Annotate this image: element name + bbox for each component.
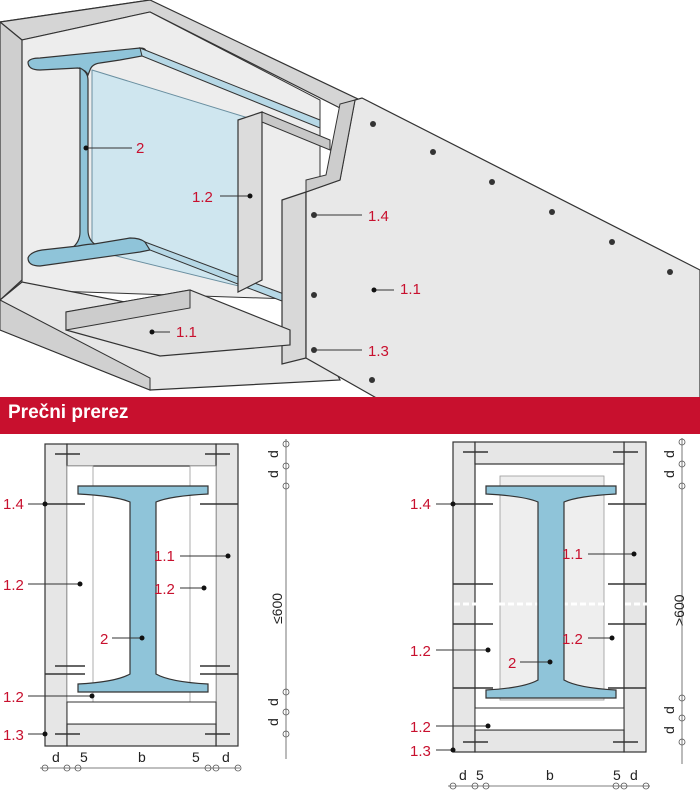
screws bbox=[45, 453, 238, 735]
label-board: 1.1 bbox=[154, 548, 175, 565]
right-dots bbox=[450, 501, 637, 753]
floor-board-front bbox=[65, 289, 191, 331]
label-stud: 1.2 bbox=[192, 189, 213, 206]
steel-top-flange-depth bbox=[139, 47, 321, 129]
isometric-view: 2 1.2 1.4 1.1 1.1 1.3 bbox=[0, 0, 700, 400]
steel-web bbox=[69, 67, 98, 249]
dim-d: d bbox=[661, 450, 677, 458]
dim-d: d bbox=[661, 470, 677, 478]
vertical-dimension bbox=[678, 438, 686, 764]
label-wall-board: 1.1 bbox=[400, 281, 421, 298]
left-board-edge bbox=[0, 21, 23, 301]
dim-d-h: d bbox=[222, 749, 230, 765]
bottom-board bbox=[66, 723, 217, 747]
wall-board bbox=[305, 97, 700, 400]
label-stud-outer: 1.2 bbox=[410, 643, 431, 660]
stud-1-2 bbox=[237, 111, 263, 293]
right-board-outer bbox=[623, 441, 647, 753]
dim-d: d bbox=[265, 718, 281, 726]
dim-five: 5 bbox=[613, 767, 621, 783]
label-steel: 2 bbox=[100, 631, 108, 648]
dim-b: b bbox=[138, 749, 146, 765]
top-board bbox=[66, 443, 217, 467]
label-stud-outer: 1.2 bbox=[3, 577, 24, 594]
stud-left bbox=[66, 465, 94, 713]
left-board-outer bbox=[452, 441, 476, 753]
horizontal-dimension bbox=[448, 782, 650, 790]
label-screw: 1.4 bbox=[3, 496, 24, 513]
top-leaders bbox=[86, 147, 394, 351]
steel-top-flange bbox=[27, 47, 147, 77]
stud-1-2-side bbox=[261, 111, 331, 151]
top-dots bbox=[83, 145, 377, 335]
label-steel: 2 bbox=[136, 140, 144, 157]
label-floor-board: 1.1 bbox=[176, 324, 197, 341]
dim-d: d bbox=[661, 706, 677, 714]
label-stud-inner: 1.2 bbox=[154, 581, 175, 598]
left-cross-section: 1.4 1.2 1.1 1.2 2 1.2 1.3 d d d d ≤600 d… bbox=[3, 439, 290, 772]
label-stud-bottom: 1.2 bbox=[3, 689, 24, 706]
dim-d: d bbox=[265, 698, 281, 706]
screws bbox=[453, 451, 646, 743]
label-track: 1.3 bbox=[410, 743, 431, 760]
i-beam bbox=[485, 485, 617, 699]
right-cross-section: 1.4 1.1 1.2 1.2 2 1.2 1.3 d d d d >600 d… bbox=[410, 438, 687, 790]
label-screw: 1.4 bbox=[410, 496, 431, 513]
top-board bbox=[474, 441, 625, 465]
height-limit: ≤600 bbox=[269, 593, 285, 624]
dim-d-h: d bbox=[630, 767, 638, 783]
stud-bottom bbox=[474, 707, 625, 731]
dim-d: d bbox=[661, 726, 677, 734]
vertical-dimension bbox=[282, 439, 290, 759]
label-board: 1.1 bbox=[562, 546, 583, 563]
horizontal-dimension bbox=[40, 764, 242, 772]
label-steel: 2 bbox=[508, 655, 516, 672]
stud-bottom bbox=[66, 701, 217, 725]
section-banner: Prečni prerez bbox=[0, 397, 700, 434]
bottom-board-front bbox=[0, 299, 151, 391]
banner-title: Prečni prerez bbox=[8, 402, 129, 423]
left-leaders bbox=[28, 503, 228, 735]
label-track: 1.3 bbox=[3, 727, 24, 744]
left-board-outer bbox=[44, 443, 68, 747]
dim-d-h: d bbox=[459, 767, 467, 783]
dim-d: d bbox=[265, 450, 281, 458]
left-dots bbox=[42, 501, 231, 737]
dim-b: b bbox=[546, 767, 554, 783]
dim-d: d bbox=[265, 470, 281, 478]
bottom-board bbox=[474, 729, 625, 753]
right-leaders bbox=[436, 503, 634, 751]
label-stud-inner: 1.2 bbox=[562, 631, 583, 648]
label-stud-bottom: 1.2 bbox=[410, 719, 431, 736]
label-track: 1.3 bbox=[368, 343, 389, 360]
dim-five: 5 bbox=[476, 767, 484, 783]
dim-five: 5 bbox=[192, 749, 200, 765]
height-limit: >600 bbox=[671, 594, 687, 626]
wall-board-edge bbox=[305, 99, 356, 193]
i-beam bbox=[77, 485, 209, 693]
steel-bottom-flange bbox=[27, 237, 151, 267]
dim-five: 5 bbox=[80, 749, 88, 765]
dim-d-h: d bbox=[52, 749, 60, 765]
label-screw: 1.4 bbox=[368, 208, 389, 225]
right-board-outer bbox=[215, 443, 239, 747]
